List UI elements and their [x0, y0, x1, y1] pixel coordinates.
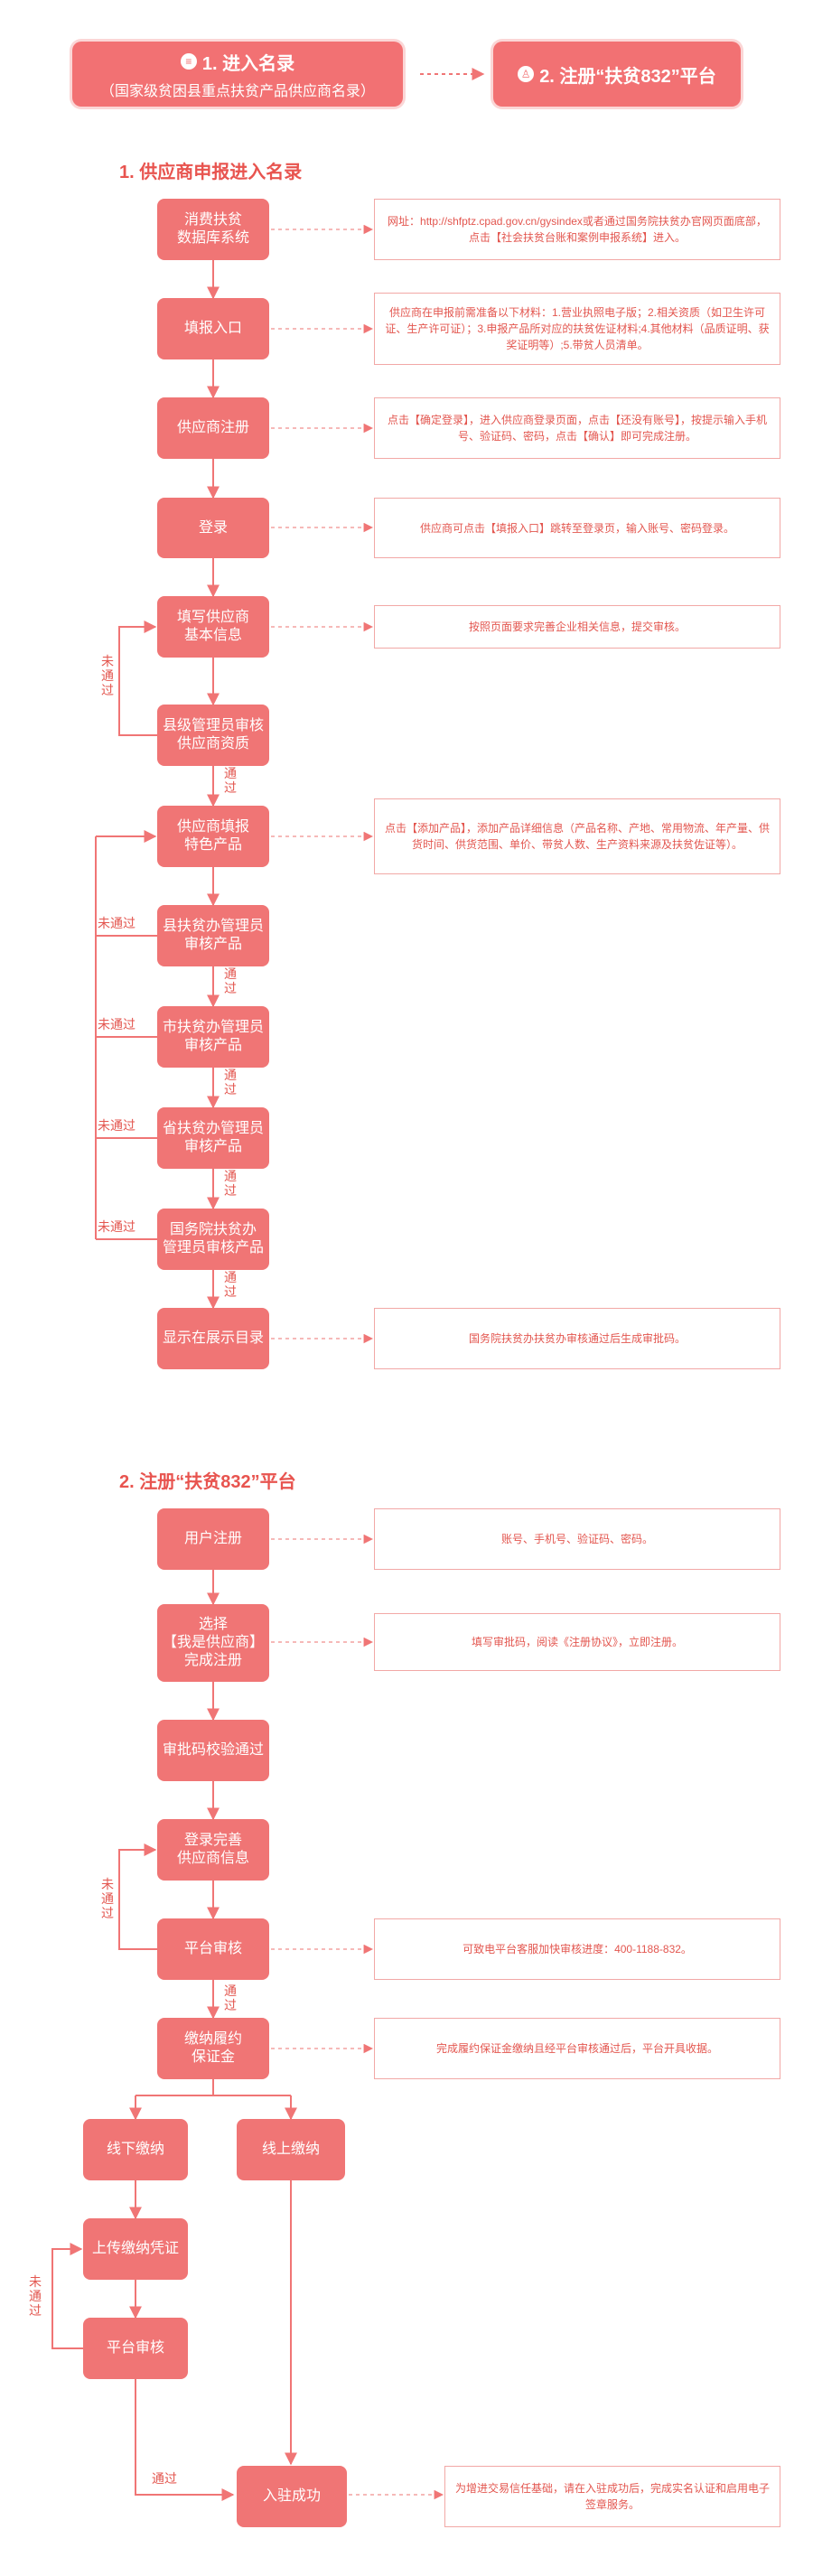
s2-pass-label: 通 过 [224, 1983, 237, 2012]
s2-step-settled-success: 入驻成功 [237, 2466, 347, 2527]
s1-fail-label: 未通过 [98, 1017, 136, 1031]
s1-note-register: 点击【确定登录】，进入供应商登录页面，点击【还没有账号】，按提示输入手机号、验证… [374, 397, 780, 459]
section1-title: 1. 供应商申报进入名录 [119, 163, 303, 182]
s1-step-fill-products: 供应商填报 特色产品 [157, 806, 269, 867]
s1-step-basic-info: 填写供应商 基本信息 [157, 596, 269, 658]
s1-note-basic-info: 按照页面要求完善企业相关信息，提交审核。 [374, 605, 780, 649]
s2-step-platform-review: 平台审核 [157, 1918, 269, 1980]
list-icon: ≡ [180, 53, 197, 70]
s1-note-materials: 供应商在申报前需准备以下材料：1.营业执照电子版；2.相关资质（如卫生许可证、生… [374, 293, 780, 365]
s1-step-city-review-products: 市扶贫办管理员 审核产品 [157, 1006, 269, 1068]
s1-pass-label: 通 过 [224, 966, 237, 995]
s1-step-display-catalog: 显示在展示目录 [157, 1308, 269, 1369]
user-icon: ♙ [518, 66, 535, 82]
s1-pass-label: 通 过 [224, 1068, 237, 1097]
s2-fail-label: 未 通 过 [101, 1877, 114, 1920]
s2-step-code-verified: 审批码校验通过 [157, 1720, 269, 1781]
s2-note-receipt: 完成履约保证金缴纳且经平台审核通过后，平台开具收据。 [374, 2018, 780, 2079]
s1-note-login: 供应商可点击【填报入口】跳转至登录页，输入账号、密码登录。 [374, 498, 780, 558]
s1-pass-label: 通 过 [224, 1169, 237, 1198]
s1-step-login: 登录 [157, 498, 269, 558]
s2-note-register-fields: 账号、手机号、验证码、密码。 [374, 1508, 780, 1570]
s1-step-state-council-review-products: 国务院扶贫办 管理员审核产品 [157, 1209, 269, 1270]
s1-fail-label: 未 通 过 [101, 654, 114, 697]
s2-step-improve-info: 登录完善 供应商信息 [157, 1819, 269, 1881]
s2-step-user-register: 用户注册 [157, 1508, 269, 1570]
s2-step-online-pay: 线上缴纳 [237, 2119, 345, 2180]
s1-step-county-review-qualification: 县级管理员审核 供应商资质 [157, 705, 269, 766]
s1-step-county-review-products: 县扶贫办管理员 审核产品 [157, 905, 269, 966]
s2-note-approval-code: 填写审批码，阅读《注册协议》，立即注册。 [374, 1613, 780, 1671]
s2-step-choose-supplier: 选择 【我是供应商】 完成注册 [157, 1604, 269, 1682]
step2-header: ♙2. 注册“扶贫832”平台 [493, 42, 741, 107]
s1-fail-label: 未通过 [98, 1219, 136, 1234]
s2-step-offline-pay: 线下缴纳 [83, 2119, 188, 2180]
section2-title: 2. 注册“扶贫832”平台 [119, 1472, 296, 1492]
s1-pass-label: 通 过 [224, 766, 237, 795]
s1-step-database-system: 消费扶贫 数据库系统 [157, 199, 269, 260]
s1-note-website: 网址：http://shfptz.cpad.gov.cn/gysindex或者通… [374, 199, 780, 260]
step1-subtitle: （国家级贫困县重点扶贫产品供应商名录） [99, 83, 375, 99]
s2-step-pay-deposit: 缴纳履约 保证金 [157, 2018, 269, 2079]
step1-header: ≡1. 进入名录 （国家级贫困县重点扶贫产品供应商名录） [72, 42, 403, 107]
s2-note-realname: 为增进交易信任基础，请在入驻成功后，完成实名认证和启用电子签章服务。 [444, 2466, 780, 2527]
step2-title: 2. 注册“扶贫832”平台 [539, 66, 716, 87]
step1-title: 1. 进入名录 [201, 53, 295, 74]
s2-fail-label: 未 通 过 [29, 2274, 42, 2318]
s1-note-approval-code: 国务院扶贫办扶贫办审核通过后生成审批码。 [374, 1308, 780, 1369]
s1-fail-label: 未通过 [98, 916, 136, 930]
s2-pass-label: 通过 [152, 2471, 177, 2486]
s1-note-add-product: 点击【添加产品】，添加产品详细信息（产品名称、产地、常用物流、年产量、供货时间、… [374, 798, 780, 874]
s1-step-entry: 填报入口 [157, 298, 269, 359]
s1-step-province-review-products: 省扶贫办管理员 审核产品 [157, 1107, 269, 1169]
s1-pass-label: 通 过 [224, 1270, 237, 1299]
s2-step-offline-platform-review: 平台审核 [83, 2318, 188, 2379]
s2-note-hotline: 可致电平台客服加快审核进度：400-1188-832。 [374, 1918, 780, 1980]
s2-step-upload-voucher: 上传缴纳凭证 [83, 2218, 188, 2280]
s1-fail-label: 未通过 [98, 1118, 136, 1133]
s1-step-supplier-register: 供应商注册 [157, 397, 269, 459]
